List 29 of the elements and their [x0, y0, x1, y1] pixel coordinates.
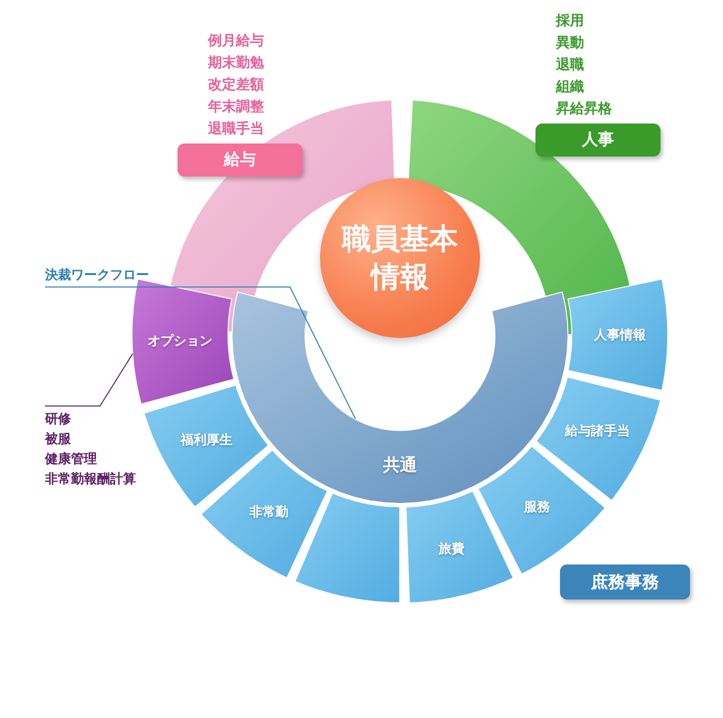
center-title: 職員基本情報 — [342, 221, 458, 293]
segment-label: 服務 — [524, 499, 550, 516]
list-item: 採用 — [556, 12, 584, 30]
segment-label: オプション — [148, 332, 213, 350]
list-item: 昇給昇格 — [556, 100, 612, 118]
segment-label: 共通 — [382, 454, 417, 476]
list-item: 健康管理 — [45, 450, 98, 469]
segment-label: 給与諸手当 — [565, 422, 630, 440]
segment-label: 非常勤 — [250, 504, 289, 521]
list-item: 研修 — [45, 411, 72, 429]
callout-text: 決裁ワークフロー — [45, 267, 149, 284]
category-label: 人事 — [535, 123, 660, 156]
list-item: 改定差額 — [208, 76, 264, 94]
list-item: 組織 — [556, 78, 584, 96]
segment-label: 旅費 — [438, 540, 464, 558]
segment-label: 人事情報 — [594, 326, 646, 344]
list-item: 退職手当 — [208, 120, 264, 138]
leader-line — [44, 286, 356, 420]
list-item: 非常勤報酬計算 — [45, 470, 136, 489]
list-item: 期末勤勉 — [208, 54, 264, 72]
segment-label: 福利厚生 — [180, 432, 233, 449]
list-item: 異動 — [556, 34, 584, 52]
category-label: 給与 — [177, 143, 302, 176]
list-item: 年末調整 — [208, 98, 264, 116]
list-item: 被服 — [45, 431, 72, 449]
leader-line — [44, 353, 134, 406]
list-item: 例月給与 — [208, 32, 264, 50]
category-label: 庶務事務 — [560, 564, 690, 600]
list-item: 退職 — [556, 56, 584, 74]
